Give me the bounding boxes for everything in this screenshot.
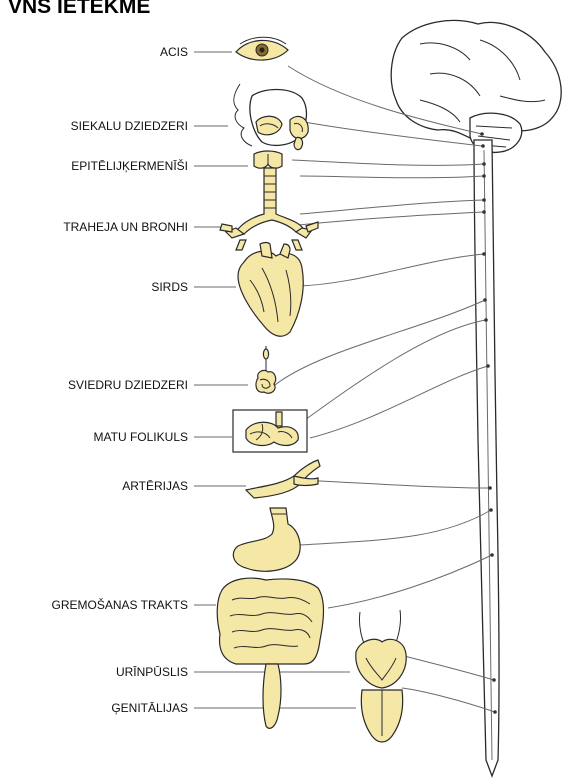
bladder-icon: [356, 610, 406, 688]
label-gremosanas-trakts: GREMOŠANAS TRAKTS: [52, 597, 188, 612]
intestine-icon: [217, 578, 323, 728]
label-epitelijkermenisi: EPITĒLIJĶERMENĪŠI: [71, 158, 188, 173]
genitals-icon: [361, 690, 402, 742]
label-arterijas: ARTĒRIJAS: [122, 479, 188, 493]
trachea-icon: [220, 168, 318, 250]
label-urinpuslis: URĪNPŪSLIS: [116, 665, 188, 679]
thyroid-icon: [254, 151, 282, 168]
label-matu-folikuls: MATU FOLIKULS: [94, 430, 188, 444]
labels: ACIS SIEKALU DZIEDZERI EPITĒLIJĶERMENĪŠI…: [52, 45, 188, 715]
eye-icon: [236, 37, 288, 60]
stomach-icon: [233, 508, 300, 571]
hair-follicle-icon: [233, 410, 307, 452]
salivary-gland-icon: [234, 84, 308, 150]
label-genitalijas: ĢENITĀLIJAS: [111, 701, 188, 715]
label-sviedru-dziedzeri: SVIEDRU DZIEDZERI: [68, 378, 188, 392]
label-sirds: SIRDS: [151, 280, 188, 294]
sweat-gland-icon: [256, 346, 276, 393]
label-siekalu-dziedzeri: SIEKALU DZIEDZERI: [71, 119, 188, 133]
diagram-title: VNS IETEKME: [8, 0, 150, 18]
label-traheja-un-bronhi: TRAHEJA UN BRONHI: [63, 220, 188, 234]
label-acis: ACIS: [160, 45, 188, 59]
heart-icon: [238, 243, 303, 337]
artery-icon: [246, 460, 320, 498]
